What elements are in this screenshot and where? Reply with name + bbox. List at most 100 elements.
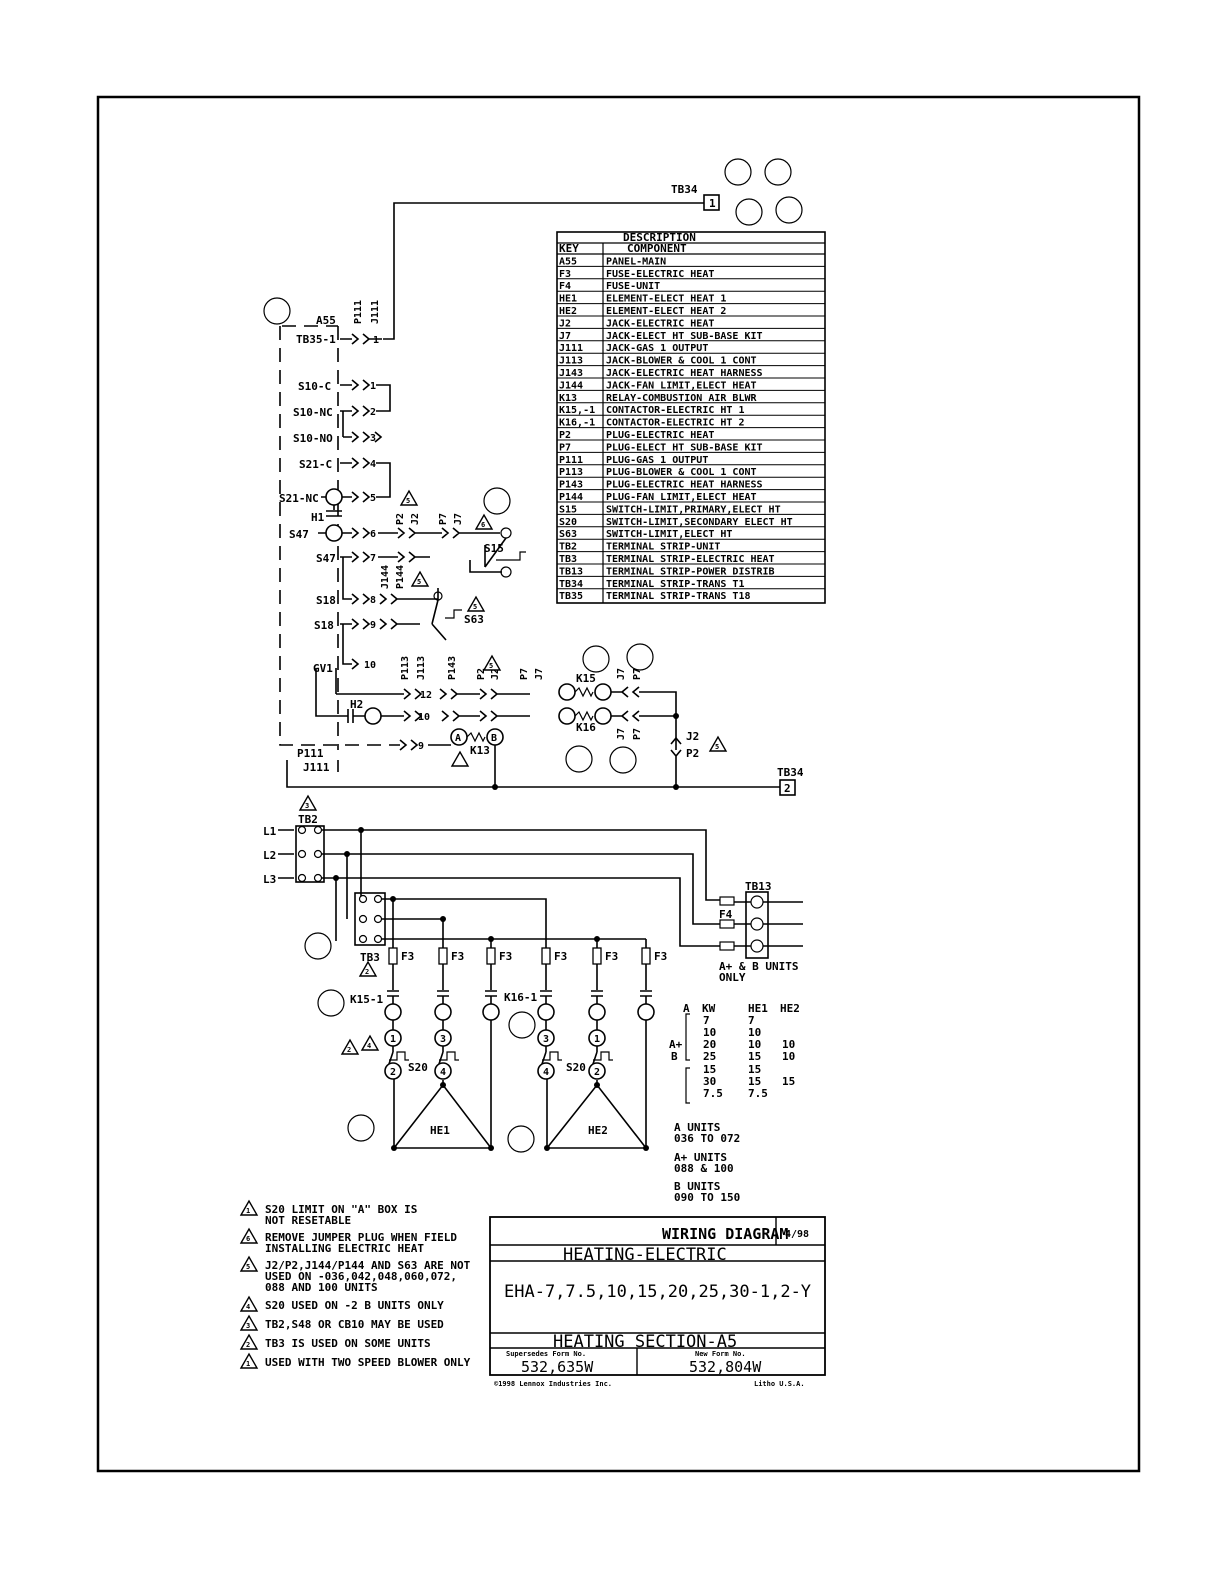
- fuse-column: F3: [637, 947, 667, 1040]
- svg-text:HE1: HE1: [748, 1002, 768, 1015]
- svg-text:3: 3: [305, 802, 309, 810]
- legend-key: A55: [559, 256, 577, 267]
- svg-text:5: 5: [715, 743, 719, 751]
- svg-text:Supersedes Form No.: Supersedes Form No.: [506, 1350, 586, 1358]
- legend-component: FUSE-ELECTRIC HEAT: [606, 269, 714, 280]
- svg-text:P111: P111: [297, 747, 324, 760]
- tb34-label-top: TB34: [671, 183, 698, 196]
- svg-text:2: 2: [784, 782, 791, 795]
- legend-component: ELEMENT-ELECT HEAT 1: [606, 294, 726, 305]
- svg-text:6: 6: [370, 529, 376, 540]
- svg-text:4: 4: [246, 1303, 250, 1311]
- title-section1: HEATING-ELECTRIC: [563, 1245, 727, 1265]
- legend-key: S63: [559, 529, 577, 540]
- svg-text:3: 3: [370, 433, 376, 444]
- he2-value: 10: [782, 1038, 795, 1051]
- f3-label: F3: [605, 950, 618, 963]
- note-triangle: 2: [239, 1333, 259, 1350]
- note-triangle: 4: [239, 1295, 259, 1312]
- svg-text:P7: P7: [519, 668, 530, 680]
- svg-text:J7: J7: [534, 668, 545, 680]
- legend-key: HE1: [559, 294, 577, 305]
- f4-label: F4: [719, 908, 733, 921]
- legend-header-component: COMPONENT: [627, 242, 687, 255]
- svg-text:9: 9: [370, 620, 376, 631]
- svg-text:S10-C: S10-C: [298, 380, 331, 393]
- svg-text:S21-C: S21-C: [299, 458, 332, 471]
- svg-text:B: B: [671, 1050, 678, 1063]
- note-line: USED ON -036,042,048,060,072,: [265, 1270, 457, 1283]
- svg-text:036 TO 072: 036 TO 072: [674, 1132, 740, 1145]
- supersedes-form-no: 532,635W: [521, 1358, 594, 1376]
- legend-component: CONTACTOR-ELECTRIC HT 2: [606, 418, 744, 429]
- s15-label: S15: [484, 542, 504, 555]
- note-triangle: 3: [239, 1314, 259, 1331]
- note-triangle: 6: [474, 513, 494, 530]
- legend-component: PLUG-ELECTRIC HEAT HARNESS: [606, 480, 763, 491]
- legend-component: PLUG-BLOWER & COOL 1 CONT: [606, 467, 757, 478]
- svg-text:S20: S20: [566, 1061, 586, 1074]
- legend-key: TB3: [559, 554, 577, 565]
- note-triangle: 2: [358, 960, 378, 977]
- kw-value: 25: [703, 1050, 716, 1063]
- legend-component: JACK-FAN LIMIT,ELECT HEAT: [606, 380, 757, 391]
- svg-text:5: 5: [473, 603, 477, 611]
- note-line: 088 AND 100 UNITS: [265, 1281, 378, 1294]
- svg-text:J111: J111: [303, 761, 330, 774]
- k13-label: K13: [470, 744, 490, 757]
- svg-text:A: A: [683, 1002, 690, 1015]
- note-line: S20 USED ON -2 B UNITS ONLY: [265, 1299, 444, 1312]
- svg-text:1: 1: [709, 197, 716, 210]
- svg-text:2: 2: [246, 1341, 250, 1349]
- note-triangle: 1: [239, 1352, 259, 1369]
- legend-key: F4: [559, 281, 571, 292]
- svg-text:1: 1: [370, 381, 376, 392]
- legend-key: S20: [559, 517, 577, 528]
- he1-value: 15: [748, 1075, 761, 1088]
- legend-component: RELAY-COMBUSTION AIR BLWR: [606, 393, 757, 404]
- svg-text:P7: P7: [632, 668, 643, 680]
- legend-component: TERMINAL STRIP-UNIT: [606, 542, 720, 553]
- svg-text:HE1: HE1: [430, 1124, 450, 1137]
- kw-value: 15: [703, 1063, 716, 1076]
- note-line: REMOVE JUMPER PLUG WHEN FIELD: [265, 1231, 457, 1244]
- k15-label: K15: [576, 672, 596, 685]
- svg-text:1: 1: [246, 1207, 250, 1215]
- kw-value: 10: [703, 1026, 716, 1039]
- note-triangle: 5: [708, 735, 728, 752]
- legend-component: PLUG-GAS 1 OUTPUT: [606, 455, 708, 466]
- svg-text:P143: P143: [447, 656, 458, 680]
- note-triangle: 5: [399, 489, 419, 506]
- legend-key: K16,-1: [559, 418, 595, 429]
- note-line: USED WITH TWO SPEED BLOWER ONLY: [265, 1356, 471, 1369]
- legend-row: K16,-1 CONTACTOR-ELECTRIC HT 2: [559, 418, 744, 429]
- he2-value: 15: [782, 1075, 795, 1088]
- note-triangle: 2: [340, 1038, 360, 1055]
- svg-text:J7: J7: [616, 668, 627, 680]
- fuse-column: F3: [482, 947, 512, 1040]
- legend-key: TB13: [559, 566, 583, 577]
- new-form-no: 532,804W: [689, 1358, 762, 1376]
- k16-label: K16: [576, 721, 596, 734]
- f3-label: F3: [654, 950, 667, 963]
- svg-text:H1: H1: [311, 511, 325, 524]
- svg-text:7: 7: [370, 553, 376, 564]
